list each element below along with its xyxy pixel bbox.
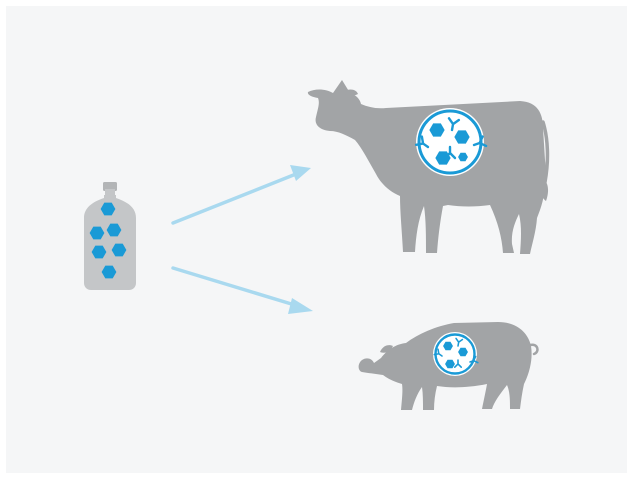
diagram-canvas <box>0 0 633 479</box>
diagram-svg <box>0 0 633 479</box>
